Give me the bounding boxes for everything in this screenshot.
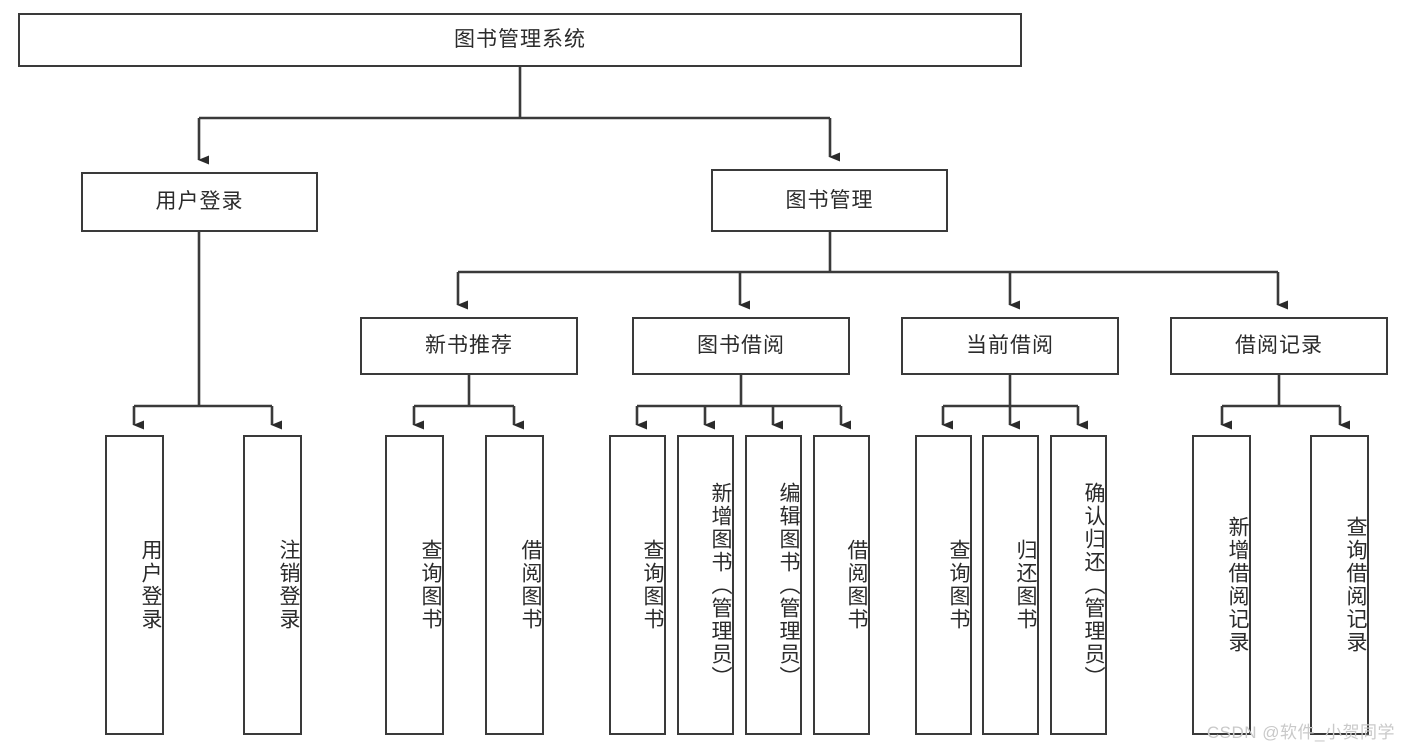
node-root-system[interactable]: 图书管理系统 xyxy=(18,13,1022,67)
node-book-management[interactable]: 图书管理 xyxy=(711,169,948,232)
leaf-query-book-borrow[interactable]: 查询图书 xyxy=(609,435,666,735)
node-label: 图书管理系统 xyxy=(454,28,586,52)
node-label: 借阅记录 xyxy=(1235,334,1323,358)
watermark: CSDN @软件_小贺同学 xyxy=(1206,723,1395,742)
leaf-borrow-book-recommend[interactable]: 借阅图书 xyxy=(485,435,544,735)
node-label: 查询借阅记录 xyxy=(1344,516,1367,654)
node-label: 查询图书 xyxy=(947,539,970,631)
node-label: 编辑图书（管理员） xyxy=(777,481,800,689)
leaf-confirm-return-admin[interactable]: 确认归还（管理员） xyxy=(1050,435,1107,735)
node-label: 新书推荐 xyxy=(425,334,513,358)
node-label: 用户登录 xyxy=(139,539,162,631)
node-label: 查询图书 xyxy=(419,539,442,631)
leaf-edit-book-admin[interactable]: 编辑图书（管理员） xyxy=(745,435,802,735)
leaf-return-book[interactable]: 归还图书 xyxy=(982,435,1039,735)
node-label: 图书管理 xyxy=(785,188,874,212)
leaf-borrow-book[interactable]: 借阅图书 xyxy=(813,435,870,735)
node-new-book-recommend[interactable]: 新书推荐 xyxy=(360,317,578,375)
node-label: 归还图书 xyxy=(1014,539,1037,631)
leaf-user-login[interactable]: 用户登录 xyxy=(105,435,164,735)
node-label: 借阅图书 xyxy=(519,539,542,631)
leaf-logout-login[interactable]: 注销登录 xyxy=(243,435,302,735)
node-label: 新增图书（管理员） xyxy=(709,481,732,689)
node-book-borrow[interactable]: 图书借阅 xyxy=(632,317,850,375)
node-label: 借阅图书 xyxy=(845,539,868,631)
node-label: 查询图书 xyxy=(641,539,664,631)
leaf-add-book-admin[interactable]: 新增图书（管理员） xyxy=(677,435,734,735)
node-current-borrow[interactable]: 当前借阅 xyxy=(901,317,1119,375)
node-borrow-records[interactable]: 借阅记录 xyxy=(1170,317,1388,375)
leaf-add-borrow-record[interactable]: 新增借阅记录 xyxy=(1192,435,1251,735)
node-label: 图书借阅 xyxy=(697,334,785,358)
node-user-login[interactable]: 用户登录 xyxy=(81,172,318,232)
leaf-query-borrow-record[interactable]: 查询借阅记录 xyxy=(1310,435,1369,735)
leaf-query-book-current[interactable]: 查询图书 xyxy=(915,435,972,735)
node-label: 新增借阅记录 xyxy=(1226,516,1249,654)
node-label: 用户登录 xyxy=(155,190,244,214)
node-label: 当前借阅 xyxy=(966,334,1054,358)
node-label: 注销登录 xyxy=(277,539,300,631)
node-label: 确认归还（管理员） xyxy=(1082,481,1105,689)
leaf-query-book-recommend[interactable]: 查询图书 xyxy=(385,435,444,735)
